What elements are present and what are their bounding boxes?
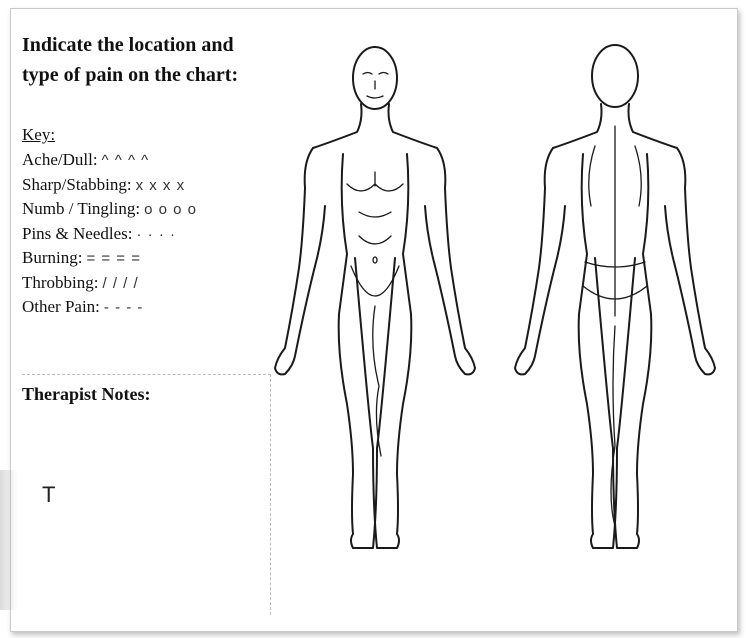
key-label: Ache/Dull: (22, 150, 98, 169)
key-symbol: - - - - (104, 299, 143, 316)
key-item-throbbing: Throbbing:/ / / / (22, 271, 197, 296)
therapist-notes-title: Therapist Notes: (22, 384, 151, 405)
key-item-ache: Ache/Dull:^ ^ ^ ^ (22, 148, 197, 173)
key-item-other: Other Pain:- - - - (22, 295, 197, 320)
pain-key-list: Ache/Dull:^ ^ ^ ^ Sharp/Stabbing:x x x x… (22, 148, 197, 320)
key-label: Numb / Tingling: (22, 199, 140, 218)
key-label: Other Pain: (22, 297, 100, 316)
key-item-pins: Pins & Needles:· · · · (22, 222, 197, 247)
key-label: Sharp/Stabbing: (22, 175, 132, 194)
key-label: Burning: (22, 248, 82, 267)
key-symbol: / / / / (103, 275, 139, 292)
edge-shadow (0, 470, 18, 610)
key-label: Throbbing: (22, 273, 99, 292)
key-symbol: x x x x (136, 177, 186, 194)
front-body-figure[interactable] (275, 47, 475, 548)
key-symbol: · · · · (137, 226, 176, 243)
key-item-numb: Numb / Tingling:o o o o (22, 197, 197, 222)
key-item-burning: Burning:= = = = (22, 246, 197, 271)
body-chart[interactable] (255, 36, 735, 606)
key-symbol: o o o o (144, 201, 197, 218)
key-symbol: ^ ^ ^ ^ (102, 152, 150, 169)
key-label: Pins & Needles: (22, 224, 133, 243)
therapist-notes-input[interactable]: T (42, 482, 202, 510)
key-heading: Key: (22, 125, 55, 145)
key-symbol: = = = = (86, 250, 141, 267)
back-body-figure[interactable] (515, 45, 715, 548)
key-item-sharp: Sharp/Stabbing:x x x x (22, 173, 197, 198)
